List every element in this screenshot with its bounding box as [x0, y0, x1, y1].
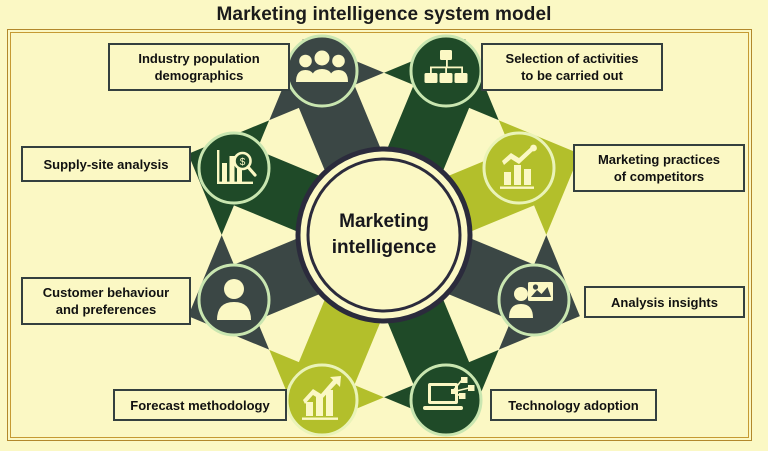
org-chart-icon — [424, 50, 468, 83]
chart-magnifier-icon: $ — [217, 150, 257, 184]
growth-chart-arrow-icon — [302, 376, 341, 420]
user-person-icon — [217, 279, 251, 320]
label-line-1: Customer behaviour — [42, 285, 170, 300]
badge-supply-site-analysis[interactable]: $ — [197, 131, 271, 205]
badge-technology-adoption[interactable] — [409, 363, 483, 437]
label-industry-population-demographics[interactable]: Industry population demographics — [108, 43, 290, 91]
badge-selection-of-activities[interactable] — [409, 34, 483, 108]
center-hub — [295, 146, 473, 324]
label-technology-adoption[interactable]: Technology adoption — [490, 389, 657, 421]
label-supply-site-analysis[interactable]: Supply-site analysis — [21, 146, 191, 182]
label-line-1: Marketing practices — [597, 152, 721, 167]
label-customer-behaviour-and-preferences[interactable]: Customer behaviour and preferences — [21, 277, 191, 325]
badge-customer-behaviour-and-preferences[interactable] — [197, 263, 271, 337]
label-line-2: demographics — [154, 68, 244, 83]
label-line-2: of competitors — [613, 169, 705, 184]
label-line-1: Selection of activities — [505, 51, 639, 66]
label-analysis-insights[interactable]: Analysis insights — [584, 286, 745, 318]
label-selection-of-activities[interactable]: Selection of activities to be carried ou… — [481, 43, 663, 91]
badge-marketing-practices-of-competitors[interactable] — [482, 131, 556, 205]
people-group-icon — [296, 50, 348, 82]
badge-forecast-methodology[interactable] — [285, 363, 359, 437]
label-line-2: and preferences — [55, 302, 157, 317]
label-forecast-methodology[interactable]: Forecast methodology — [113, 389, 287, 421]
page-title: Marketing intelligence system model — [216, 4, 552, 25]
label-marketing-practices-of-competitors[interactable]: Marketing practices of competitors — [573, 144, 745, 192]
label-line-2: to be carried out — [521, 68, 623, 83]
label-line-1: Forecast methodology — [130, 397, 270, 413]
badge-analysis-insights[interactable] — [497, 263, 571, 337]
label-line-1: Supply-site analysis — [43, 156, 169, 172]
presenter-board-icon — [509, 282, 553, 318]
label-line-1: Technology adoption — [508, 397, 639, 413]
bar-chart-trend-icon — [500, 144, 537, 189]
label-line-1: Industry population — [138, 51, 260, 66]
laptop-data-icon — [423, 377, 475, 410]
badge-industry-population-demographics[interactable] — [285, 34, 359, 108]
svg-text:$: $ — [240, 157, 246, 168]
label-line-1: Analysis insights — [611, 294, 718, 310]
